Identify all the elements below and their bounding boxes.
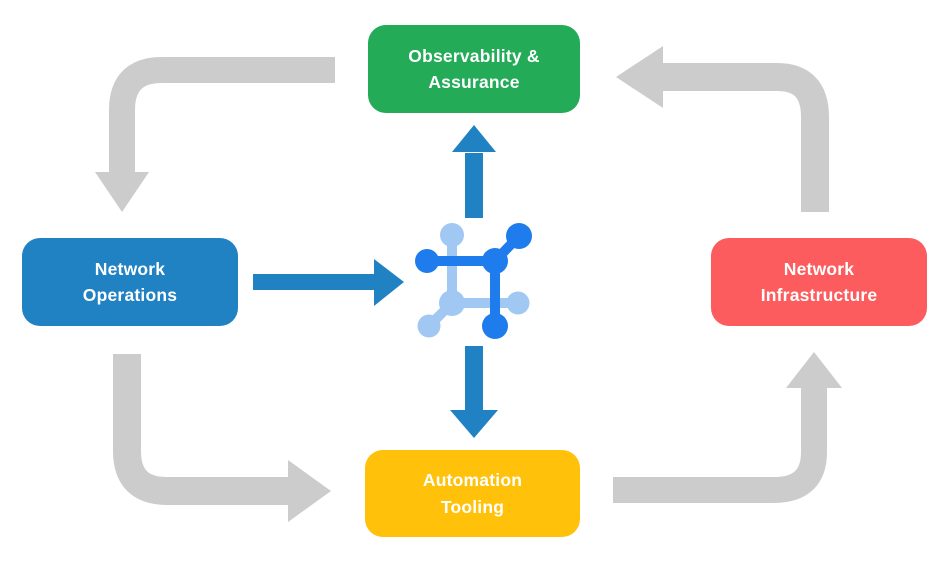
node-network-infrastructure: Network Infrastructure bbox=[711, 238, 927, 326]
cycle-arrow-infrastructure-to-observability bbox=[616, 46, 829, 212]
node-automation-label: Automation Tooling bbox=[422, 470, 523, 517]
node-network-operations: Network Operations bbox=[22, 238, 238, 326]
flow-arrow-icon-to-automation bbox=[450, 346, 498, 438]
cycle-arrow-operations-to-automation bbox=[113, 354, 331, 522]
icon-dark-part bbox=[415, 223, 532, 339]
node-infrastructure-label: Network Infrastructure bbox=[760, 258, 878, 305]
network-automation-icon bbox=[415, 223, 532, 339]
node-operations-label: Network Operations bbox=[82, 258, 178, 305]
cycle-arrow-automation-to-infrastructure bbox=[613, 352, 842, 503]
flow-arrow-operations-to-icon bbox=[253, 259, 404, 306]
icon-light-part bbox=[417, 223, 530, 338]
cycle-arrow-observability-to-operations bbox=[95, 57, 335, 212]
node-observability-label: Observability & Assurance bbox=[408, 45, 540, 92]
node-observability-assurance: Observability & Assurance bbox=[368, 25, 580, 113]
node-automation-tooling: Automation Tooling bbox=[365, 450, 580, 537]
flow-arrow-icon-to-observability bbox=[452, 125, 496, 218]
